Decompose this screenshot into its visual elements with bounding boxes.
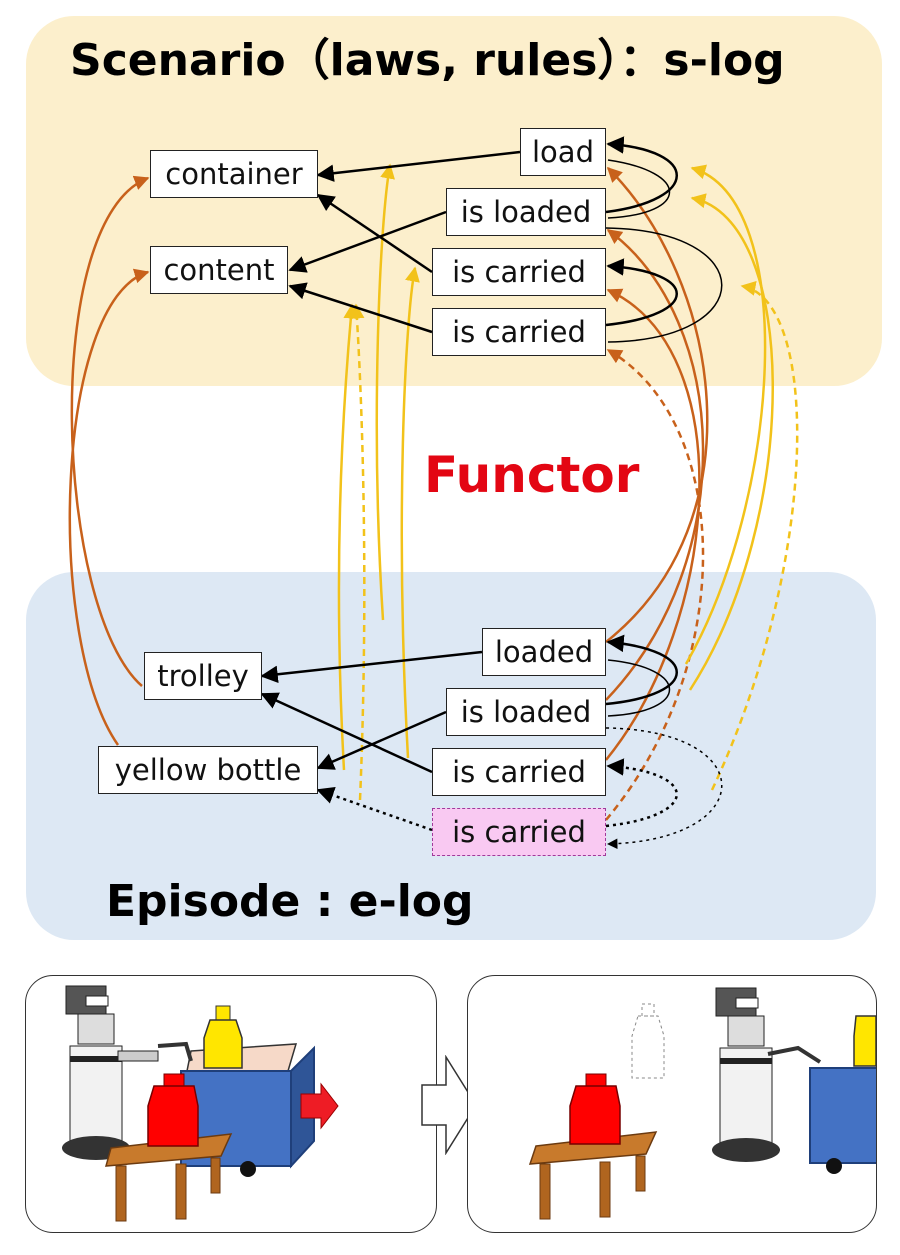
scenario-arrow-load-container (316, 150, 521, 182)
episode-arrow-loop-2 (607, 659, 670, 717)
scenario-node-is-loaded: is loaded (446, 188, 606, 236)
episode-node-is-loaded: is loaded (446, 688, 606, 736)
episode-node-yellow-bottle: yellow bottle (98, 746, 318, 794)
scenario-node-content: content (150, 246, 288, 294)
red-bottle-icon (147, 1073, 199, 1147)
scenario-title: Scenario（laws, rules）：s-log (70, 35, 785, 86)
scenario-arrow-loop-3 (605, 258, 678, 327)
episode-title: Episode : e-log (106, 876, 474, 927)
ghost-bottle-icon (631, 1003, 665, 1079)
functor-arrows (68, 136, 799, 849)
functor-arrow-iscarried-iscarried (605, 288, 701, 761)
episode-arrow-loop-3 (605, 758, 678, 828)
blue-trolley-icon (809, 1067, 876, 1174)
episode-node-loaded: loaded (482, 628, 606, 676)
functor-label: Functor (424, 446, 640, 504)
episode-arrow-isloaded-bottle (316, 710, 447, 770)
before-scene-panel (25, 975, 437, 1233)
episode-node-is-carried-1: is carried (432, 748, 606, 796)
functor-arrow-pink-iscarried (605, 348, 705, 821)
episode-arrow-iscarried-trolley (260, 692, 433, 774)
scenario-arrow-isloaded-content (288, 210, 447, 273)
functor-arrow-yellow-2 (349, 303, 366, 801)
yellow-bottle-icon (203, 1005, 243, 1069)
scenario-node-is-carried-1: is carried (432, 248, 606, 296)
functor-arrow-trolley-container (70, 175, 150, 687)
table-icon (104, 1133, 233, 1222)
scenario-arrow-iscarried-container (316, 193, 433, 274)
scenario-arrow-loop-2 (607, 159, 670, 219)
table-icon (528, 1131, 658, 1220)
episode-node-is-carried-2: is carried (432, 808, 606, 856)
scenario-node-load: load (520, 128, 606, 176)
yellow-bottle-icon (853, 1015, 876, 1067)
red-bottle-icon (569, 1073, 621, 1145)
episode-node-trolley: trolley (144, 652, 262, 700)
functor-arrow-yellow-3 (375, 163, 395, 621)
functor-arrow-yellow-6 (688, 193, 774, 691)
robot-icon (62, 985, 193, 1160)
episode-arrow-loop-4 (605, 727, 723, 849)
scenario-arrow-loop-1 (605, 136, 678, 214)
episode-arrow-loaded-trolley (260, 650, 483, 683)
transition-arrow-icon (421, 1055, 477, 1155)
robot-icon (712, 987, 822, 1162)
functor-arrow-yellow-5 (684, 164, 767, 665)
functor-arrow-loaded-load (605, 166, 709, 643)
functor-arrow-yellow-4 (400, 266, 420, 759)
functor-arrow-isloaded-isloaded (605, 228, 705, 701)
scenario-node-is-carried-2: is carried (432, 308, 606, 356)
scenario-node-container: container (150, 150, 318, 198)
red-arrow-icon (300, 1082, 339, 1130)
after-scene-panel (467, 975, 877, 1233)
functor-arrow-yellow-1 (337, 303, 359, 771)
functor-arrow-bottle-content (68, 268, 150, 746)
episode-arrow-pink-bottle (316, 786, 433, 832)
episode-arrow-loop-1 (605, 634, 678, 706)
scenario-arrow-iscarried-content (288, 282, 433, 334)
scenario-arrow-loop-4 (605, 227, 723, 343)
